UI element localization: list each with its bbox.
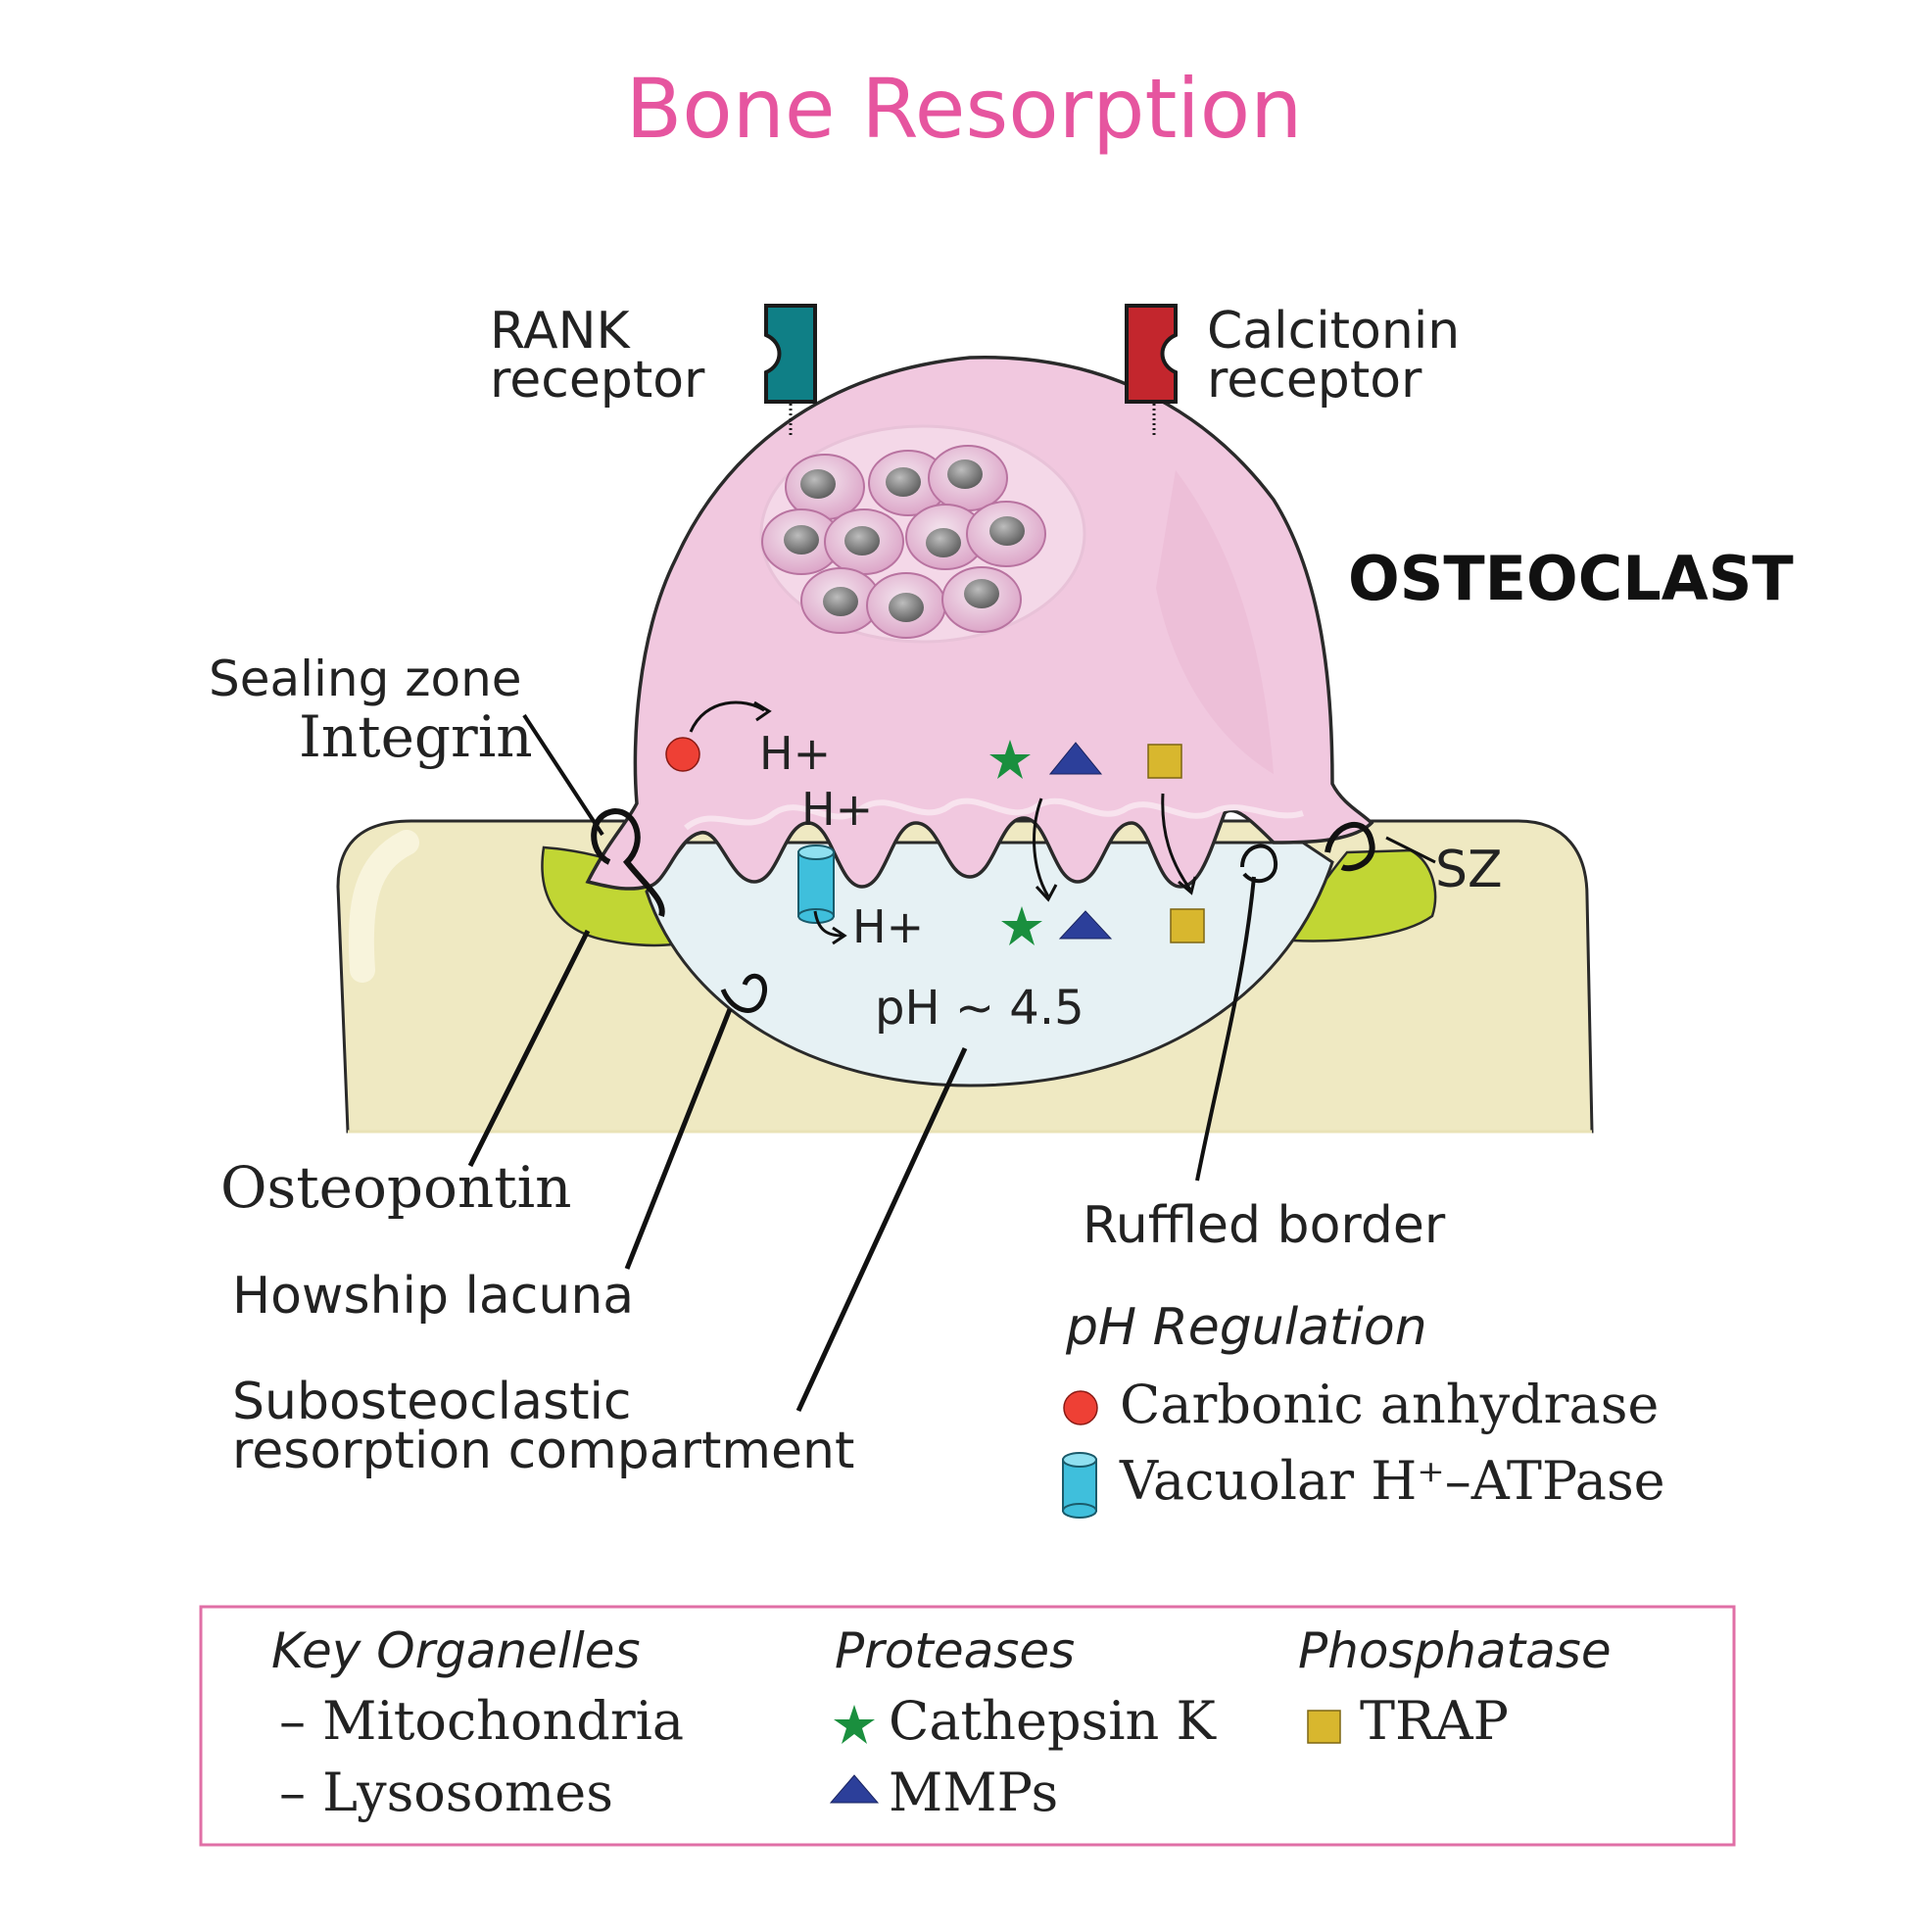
calcitonin-label-line1: Calcitonin (1207, 302, 1460, 361)
howship-pointer (624, 1008, 733, 1270)
carbonic-anhydrase-icon (1063, 1390, 1098, 1425)
ph-regulation-item: Carbonic anhydrase (1120, 1374, 1659, 1435)
bone-highlight (348, 830, 419, 983)
subosteoclastic-label-line2: resorption compartment (232, 1422, 854, 1480)
rank-label-line1: RANK (490, 302, 631, 361)
integrin-label: Integrin (299, 703, 533, 770)
osteopontin-pointer (467, 929, 591, 1168)
legend-proteases-heading: Proteases (835, 1622, 1075, 1679)
legend-proteases-item: MMPs (889, 1762, 1058, 1823)
mmp-triangle-icon (1048, 742, 1103, 775)
secretion-arrow (1033, 797, 1050, 897)
legend-phosphatase-heading: Phosphatase (1298, 1622, 1612, 1679)
nucleus (941, 566, 1022, 633)
secretion-arrowhead (1035, 884, 1058, 902)
cell-shading (1156, 470, 1274, 774)
cathepsin-star-icon (834, 1705, 875, 1744)
nucleus (928, 445, 1008, 511)
h-plus-label: H+ (852, 900, 924, 953)
mmp-triangle-icon (1058, 910, 1113, 940)
h-plus-label: H+ (759, 727, 831, 780)
trap-square-icon (1170, 908, 1205, 943)
legend-proteases-item: Cathepsin K (889, 1690, 1217, 1752)
page-title: Bone Resorption (626, 61, 1303, 157)
rank-receptor-icon (764, 304, 817, 436)
subosteoclastic-label-line1: Subosteoclastic (232, 1373, 632, 1431)
sz-pointer (1385, 836, 1436, 864)
nuclei-cluster (759, 424, 1086, 644)
proton-arrow (813, 910, 843, 938)
rank-label-line2: receptor (490, 351, 705, 410)
calcitonin-receptor-icon (1125, 304, 1178, 436)
ruffled-border-label: Ruffled border (1083, 1196, 1446, 1255)
osteoclast-label: OSTEOCLAST (1348, 543, 1794, 614)
trap-square-icon (1147, 744, 1182, 779)
howship-lacuna-label: Howship lacuna (232, 1267, 634, 1326)
legend-organelles-item: – Lysosomes (279, 1762, 613, 1823)
secretion-arrowhead (1178, 876, 1197, 895)
ph-regulation-heading: pH Regulation (1065, 1298, 1427, 1357)
cathepsin-star-icon (1001, 906, 1042, 945)
carbonic-anhydrase-icon (665, 737, 700, 772)
nucleus (824, 508, 904, 575)
legend-organelles-item: – Mitochondria (279, 1690, 684, 1752)
ph-regulation-item: Vacuolar H⁺–ATPase (1119, 1450, 1665, 1512)
integrin-hook-right (1325, 821, 1375, 872)
sealing-zone-label: Sealing zone (209, 651, 522, 707)
nucleus (868, 450, 948, 516)
legend-phosphatase-item: TRAP (1360, 1690, 1509, 1752)
mmp-triangle-icon (829, 1774, 880, 1804)
integrin-pointer (522, 713, 604, 837)
calcitonin-label-line2: receptor (1207, 351, 1422, 410)
nucleus (866, 572, 946, 639)
reaction-arrowhead (753, 700, 772, 722)
h-plus-label: H+ (801, 783, 873, 836)
osteopontin-label: Osteopontin (220, 1154, 571, 1221)
cathepsin-star-icon (989, 740, 1031, 779)
nucleus (761, 508, 842, 575)
atpase-pump-icon (797, 845, 835, 924)
integrin-hook-lacuna (720, 973, 767, 1013)
ruffled-border-pointer (1195, 876, 1256, 1182)
atpase-icon (1062, 1452, 1097, 1519)
legend-box (199, 1605, 1736, 1847)
integrin-hook-left (591, 807, 665, 917)
sz-label: SZ (1435, 841, 1503, 899)
nucleus (966, 501, 1046, 567)
nucleus (785, 454, 865, 520)
integrin-hook-small (1240, 844, 1278, 884)
legend-organelles-heading: Key Organelles (271, 1622, 641, 1679)
secretion-arrow (1161, 793, 1192, 891)
subosteoclastic-pointer (795, 1046, 968, 1413)
ph-value-label: pH ~ 4.5 (875, 981, 1084, 1036)
proton-arrowhead (832, 926, 847, 945)
nucleus (905, 504, 986, 570)
trap-square-icon (1307, 1710, 1341, 1744)
ruffled-border-inner (684, 797, 1304, 831)
reaction-arrow (689, 700, 765, 733)
